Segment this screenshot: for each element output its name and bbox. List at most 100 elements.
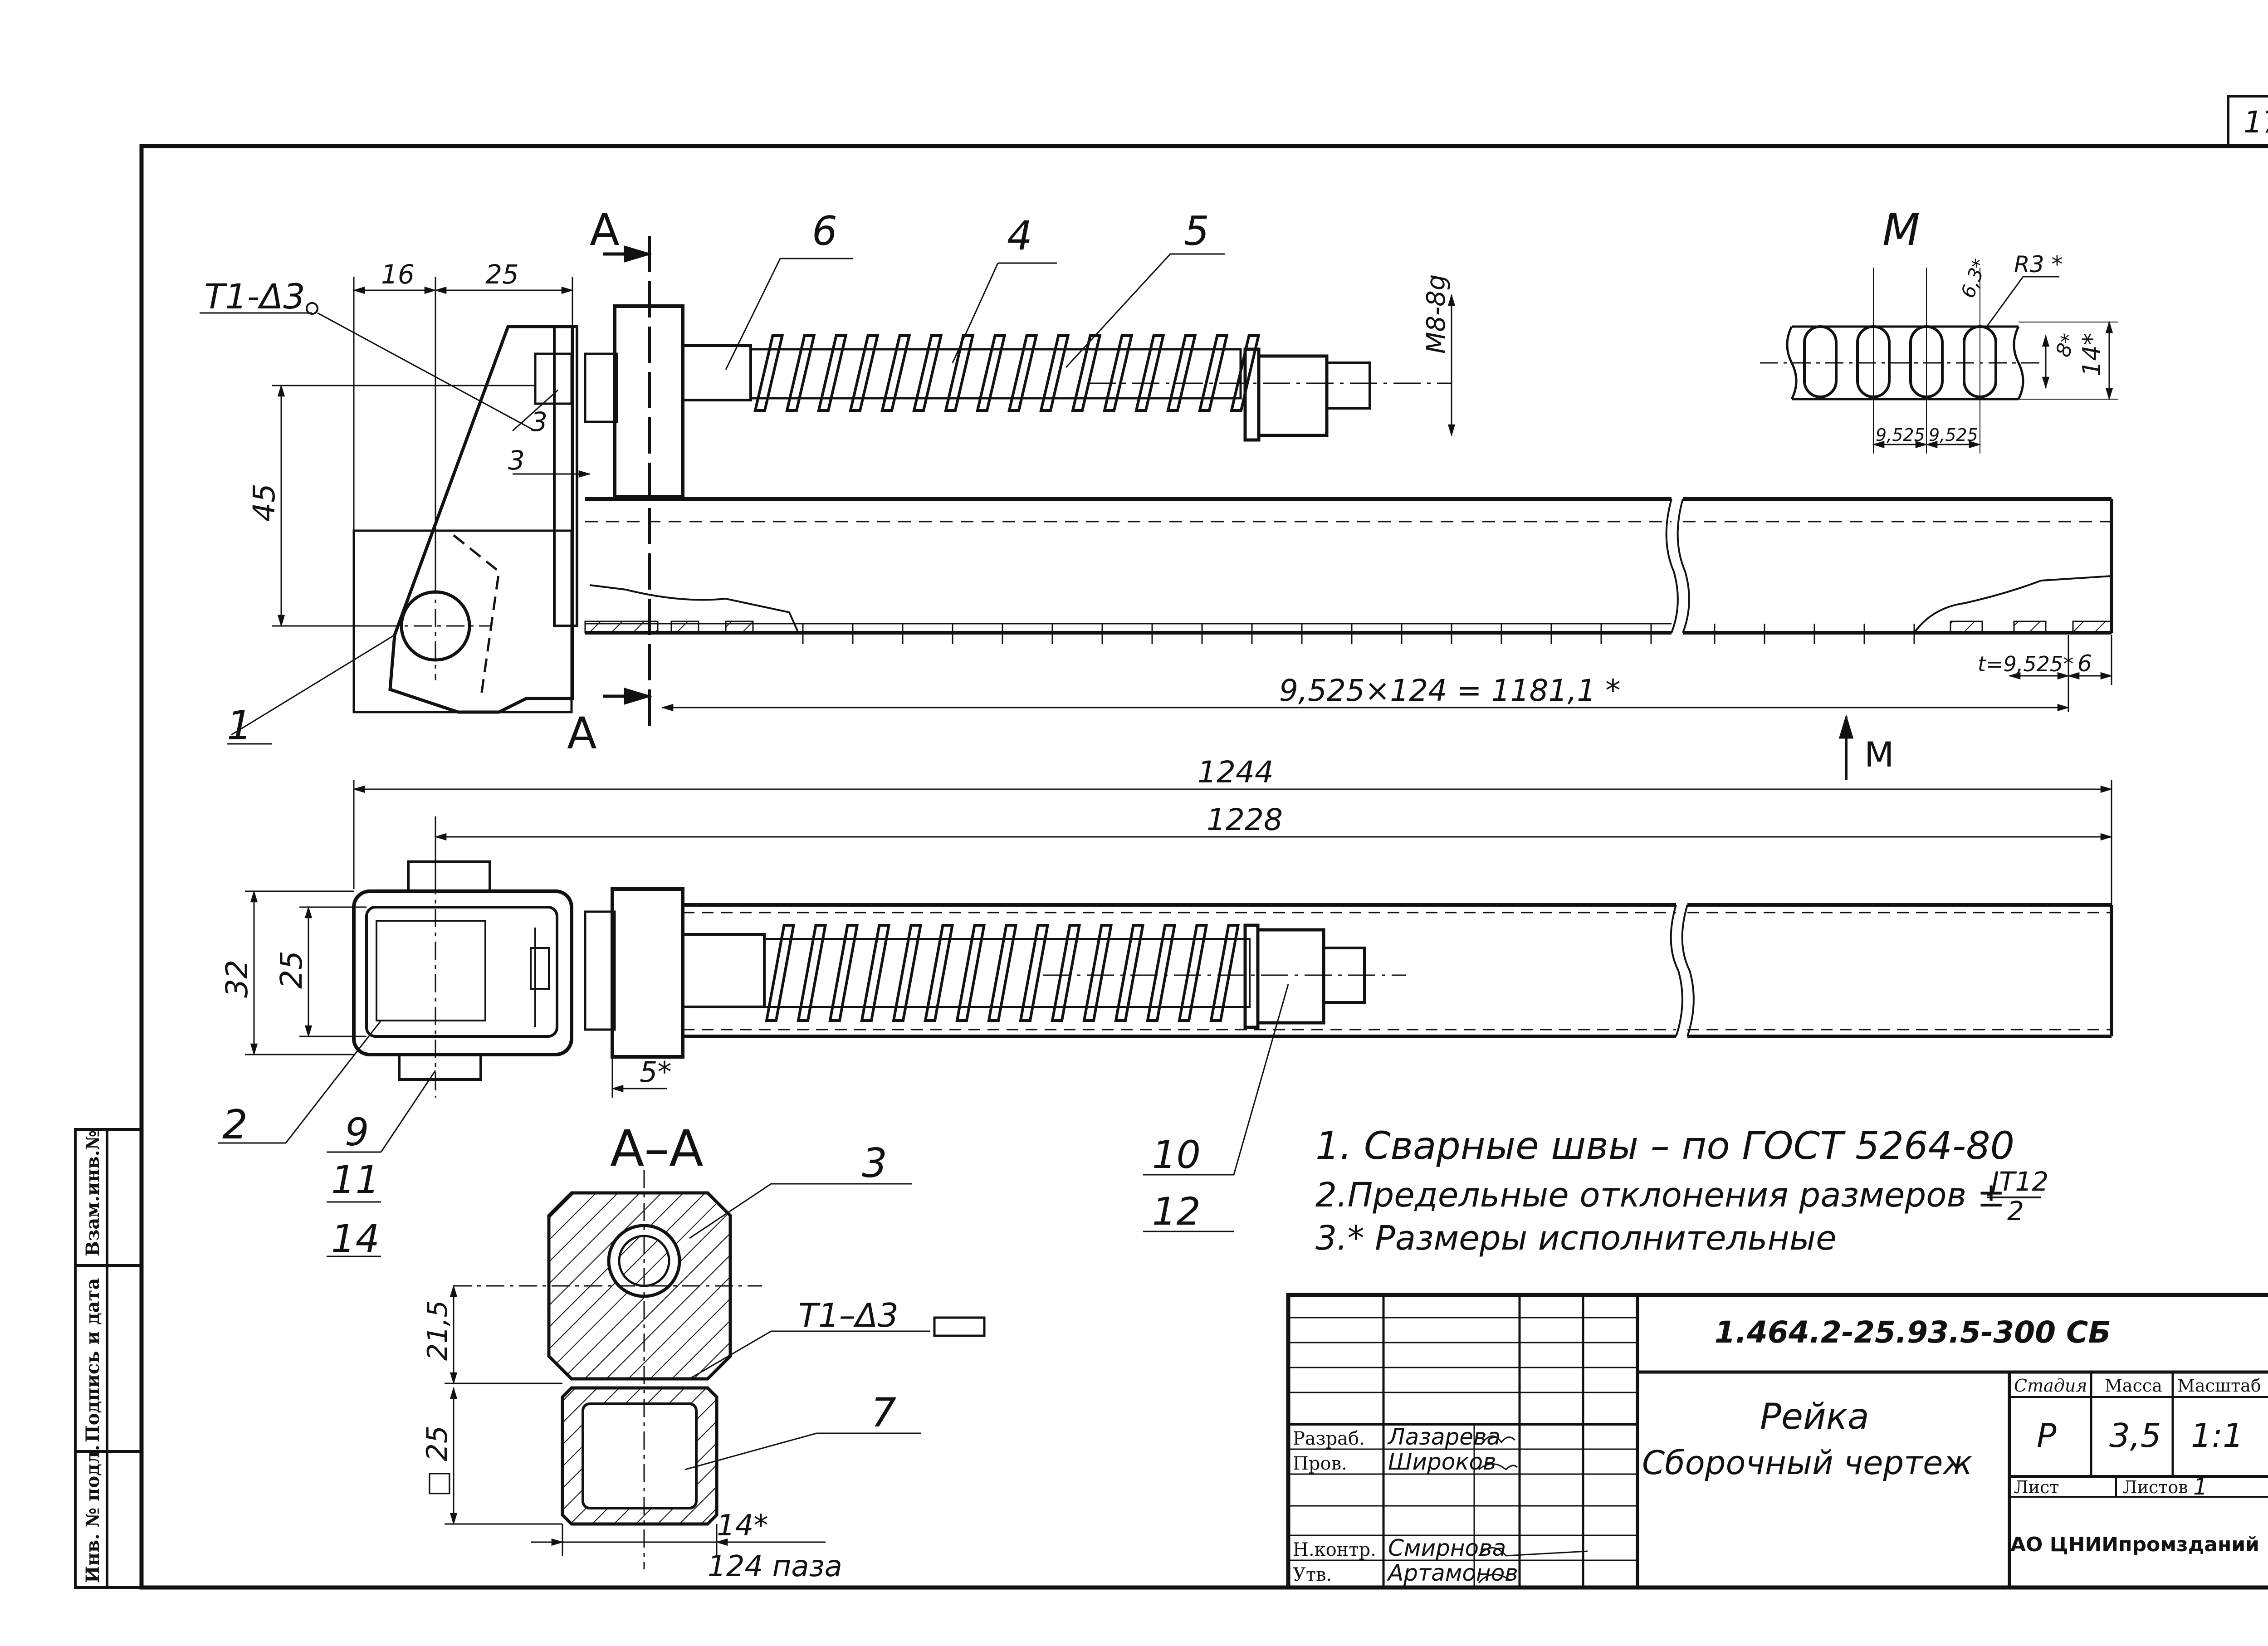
- detail-m-d8: 8*: [2051, 331, 2081, 360]
- screw-coil: [1114, 924, 1145, 1022]
- prov-label: Пров.: [1293, 1453, 1347, 1474]
- front-view-labels: 1244 1228 32 25 5* 2 9 11 14 10 12: [220, 755, 1283, 1261]
- screw-coil: [1209, 924, 1240, 1022]
- screw-coil: [1051, 924, 1081, 1022]
- note-3: 3.* Размеры исполнительные: [1315, 1219, 1837, 1258]
- stadia-label: Стадия: [2014, 1376, 2087, 1396]
- section-callout-7: 7: [871, 1389, 896, 1436]
- stamp-podpis-data: Подпись и дата: [82, 1278, 103, 1442]
- dim-3a: 3: [531, 406, 547, 437]
- sheet-number: 17: [2244, 105, 2268, 140]
- dim-45: 45: [247, 484, 282, 522]
- top-view-labels: Т1-Δ3 16 25 45 3 3 М8-8g А А 9,525×124 =…: [204, 205, 2092, 775]
- t-dimension: t=9,525*: [1978, 652, 2073, 676]
- screw-coil: [1166, 334, 1197, 412]
- razrab-label: Разраб.: [1293, 1428, 1365, 1449]
- detail-m-p2: 9,525: [1929, 425, 1978, 445]
- note-2-frac-num: JT12: [1987, 1166, 2048, 1197]
- slot-count: 124 паза: [708, 1550, 842, 1583]
- view-arrow-m: М: [1864, 734, 1894, 775]
- screw-coils-front: [765, 924, 1240, 1022]
- screw-coil: [1134, 334, 1165, 412]
- dim-sq-25: □ 25: [420, 1426, 454, 1497]
- dim-25-front: 25: [274, 951, 309, 989]
- side-stamp: [74, 1128, 143, 1589]
- screw-coil: [955, 924, 986, 1022]
- screw-coil: [785, 334, 816, 412]
- title-line1: Рейка: [1760, 1397, 1869, 1437]
- detail-m-p1: 9,525: [1876, 425, 1925, 445]
- section-callout-3: 3: [862, 1140, 887, 1187]
- callout-6: 6: [812, 208, 837, 254]
- dim-5: 5*: [640, 1055, 671, 1089]
- massa-label: Масса: [2105, 1376, 2162, 1396]
- stamp-vzam-inv: Взам.инв.№: [82, 1130, 103, 1256]
- screw-coil: [1007, 334, 1038, 412]
- callout-1: 1: [227, 702, 252, 749]
- screw-coil: [924, 924, 954, 1022]
- org-name: АО ЦНИИпромзданий: [2010, 1533, 2259, 1556]
- weld-symbol-top: Т1-Δ3: [204, 276, 305, 317]
- screw-coil: [817, 334, 848, 412]
- utv-label: Утв.: [1293, 1564, 1332, 1585]
- drawing-frame: [139, 95, 2268, 1590]
- screw-coil: [880, 334, 911, 412]
- screw-coil: [1146, 924, 1177, 1022]
- screw-coil: [1039, 334, 1070, 412]
- screw-coil: [1082, 924, 1113, 1022]
- detail-m-labels: М R3 * 6,3* 8* 14* 9,525 9,525: [1876, 205, 2106, 445]
- note-2: 2.Предельные отклонения размеров ±: [1315, 1176, 2005, 1215]
- pitch-dimension: 9,525×124 = 1181,1 *: [1279, 673, 1620, 708]
- detail-m-title: М: [1882, 205, 1920, 255]
- callout-underlines-top: [200, 253, 1225, 745]
- screw-coil: [1019, 924, 1050, 1022]
- callout-14: 14: [331, 1216, 380, 1261]
- screw-coil: [1178, 924, 1208, 1022]
- screw-coil: [828, 924, 859, 1022]
- thread-spec: М8-8g: [1422, 274, 1451, 354]
- screw-coil: [860, 924, 891, 1022]
- title-block: [1286, 1293, 2268, 1590]
- listov-label: Листов: [2123, 1477, 2188, 1497]
- callout-5: 5: [1184, 208, 1209, 254]
- screw-coil: [797, 924, 827, 1022]
- top-view: [231, 236, 2113, 780]
- note-1: 1. Сварные швы – по ГОСТ 5264-80: [1315, 1123, 2014, 1168]
- nkontr-name: Смирнова: [1388, 1535, 1506, 1561]
- screw-coil: [976, 334, 1007, 412]
- listov-value: 1: [2193, 1474, 2208, 1500]
- screw-coil: [1071, 334, 1102, 412]
- massa-value: 3,5: [2109, 1416, 2161, 1455]
- note-2-frac-den: 2: [2007, 1196, 2024, 1226]
- detail-m-d63: 6,3*: [1956, 256, 1991, 301]
- section-aa-title: А–А: [610, 1119, 704, 1177]
- dim-1244: 1244: [1198, 755, 1274, 790]
- section-aa-dims: [445, 1183, 986, 1556]
- title-block-text: 1.464.2-25.93.5-300 СБ Рейка Сборочный ч…: [1293, 1315, 2261, 1586]
- prov-name: Широков: [1388, 1449, 1496, 1475]
- callout-12: 12: [1152, 1189, 1201, 1234]
- screw-coil: [1103, 334, 1134, 412]
- screw-coil: [765, 924, 796, 1022]
- screw-coil: [1230, 334, 1261, 412]
- dim-6: 6: [2077, 650, 2092, 677]
- masshtab-value: 1:1: [2191, 1416, 2244, 1455]
- front-view: [245, 780, 2113, 1175]
- screw-coil: [987, 924, 1018, 1022]
- title-line2: Сборочный чертеж: [1642, 1444, 1972, 1482]
- screw-coil: [912, 334, 943, 412]
- callout-11: 11: [331, 1158, 380, 1202]
- callout-underlines-front: [218, 1142, 1234, 1257]
- callout-10: 10: [1152, 1133, 1201, 1177]
- dim-25-top: 25: [485, 259, 519, 290]
- detail-m-d14: 14*: [2077, 333, 2106, 376]
- masshtab-label: Масштаб: [2177, 1376, 2261, 1396]
- stamp-inv-podl: Инв. № подл.: [82, 1445, 103, 1583]
- nkontr-label: Н.контр.: [1293, 1539, 1376, 1560]
- dim-1228: 1228: [1207, 802, 1283, 837]
- section-weld: Т1–Δ3: [798, 1296, 899, 1334]
- list-label: Лист: [2014, 1477, 2059, 1497]
- section-aa-labels: А–А 3 Т1–Δ3 7 21,5 □ 25 14* 124 паза: [420, 1119, 899, 1583]
- detail-m: [1760, 268, 2118, 454]
